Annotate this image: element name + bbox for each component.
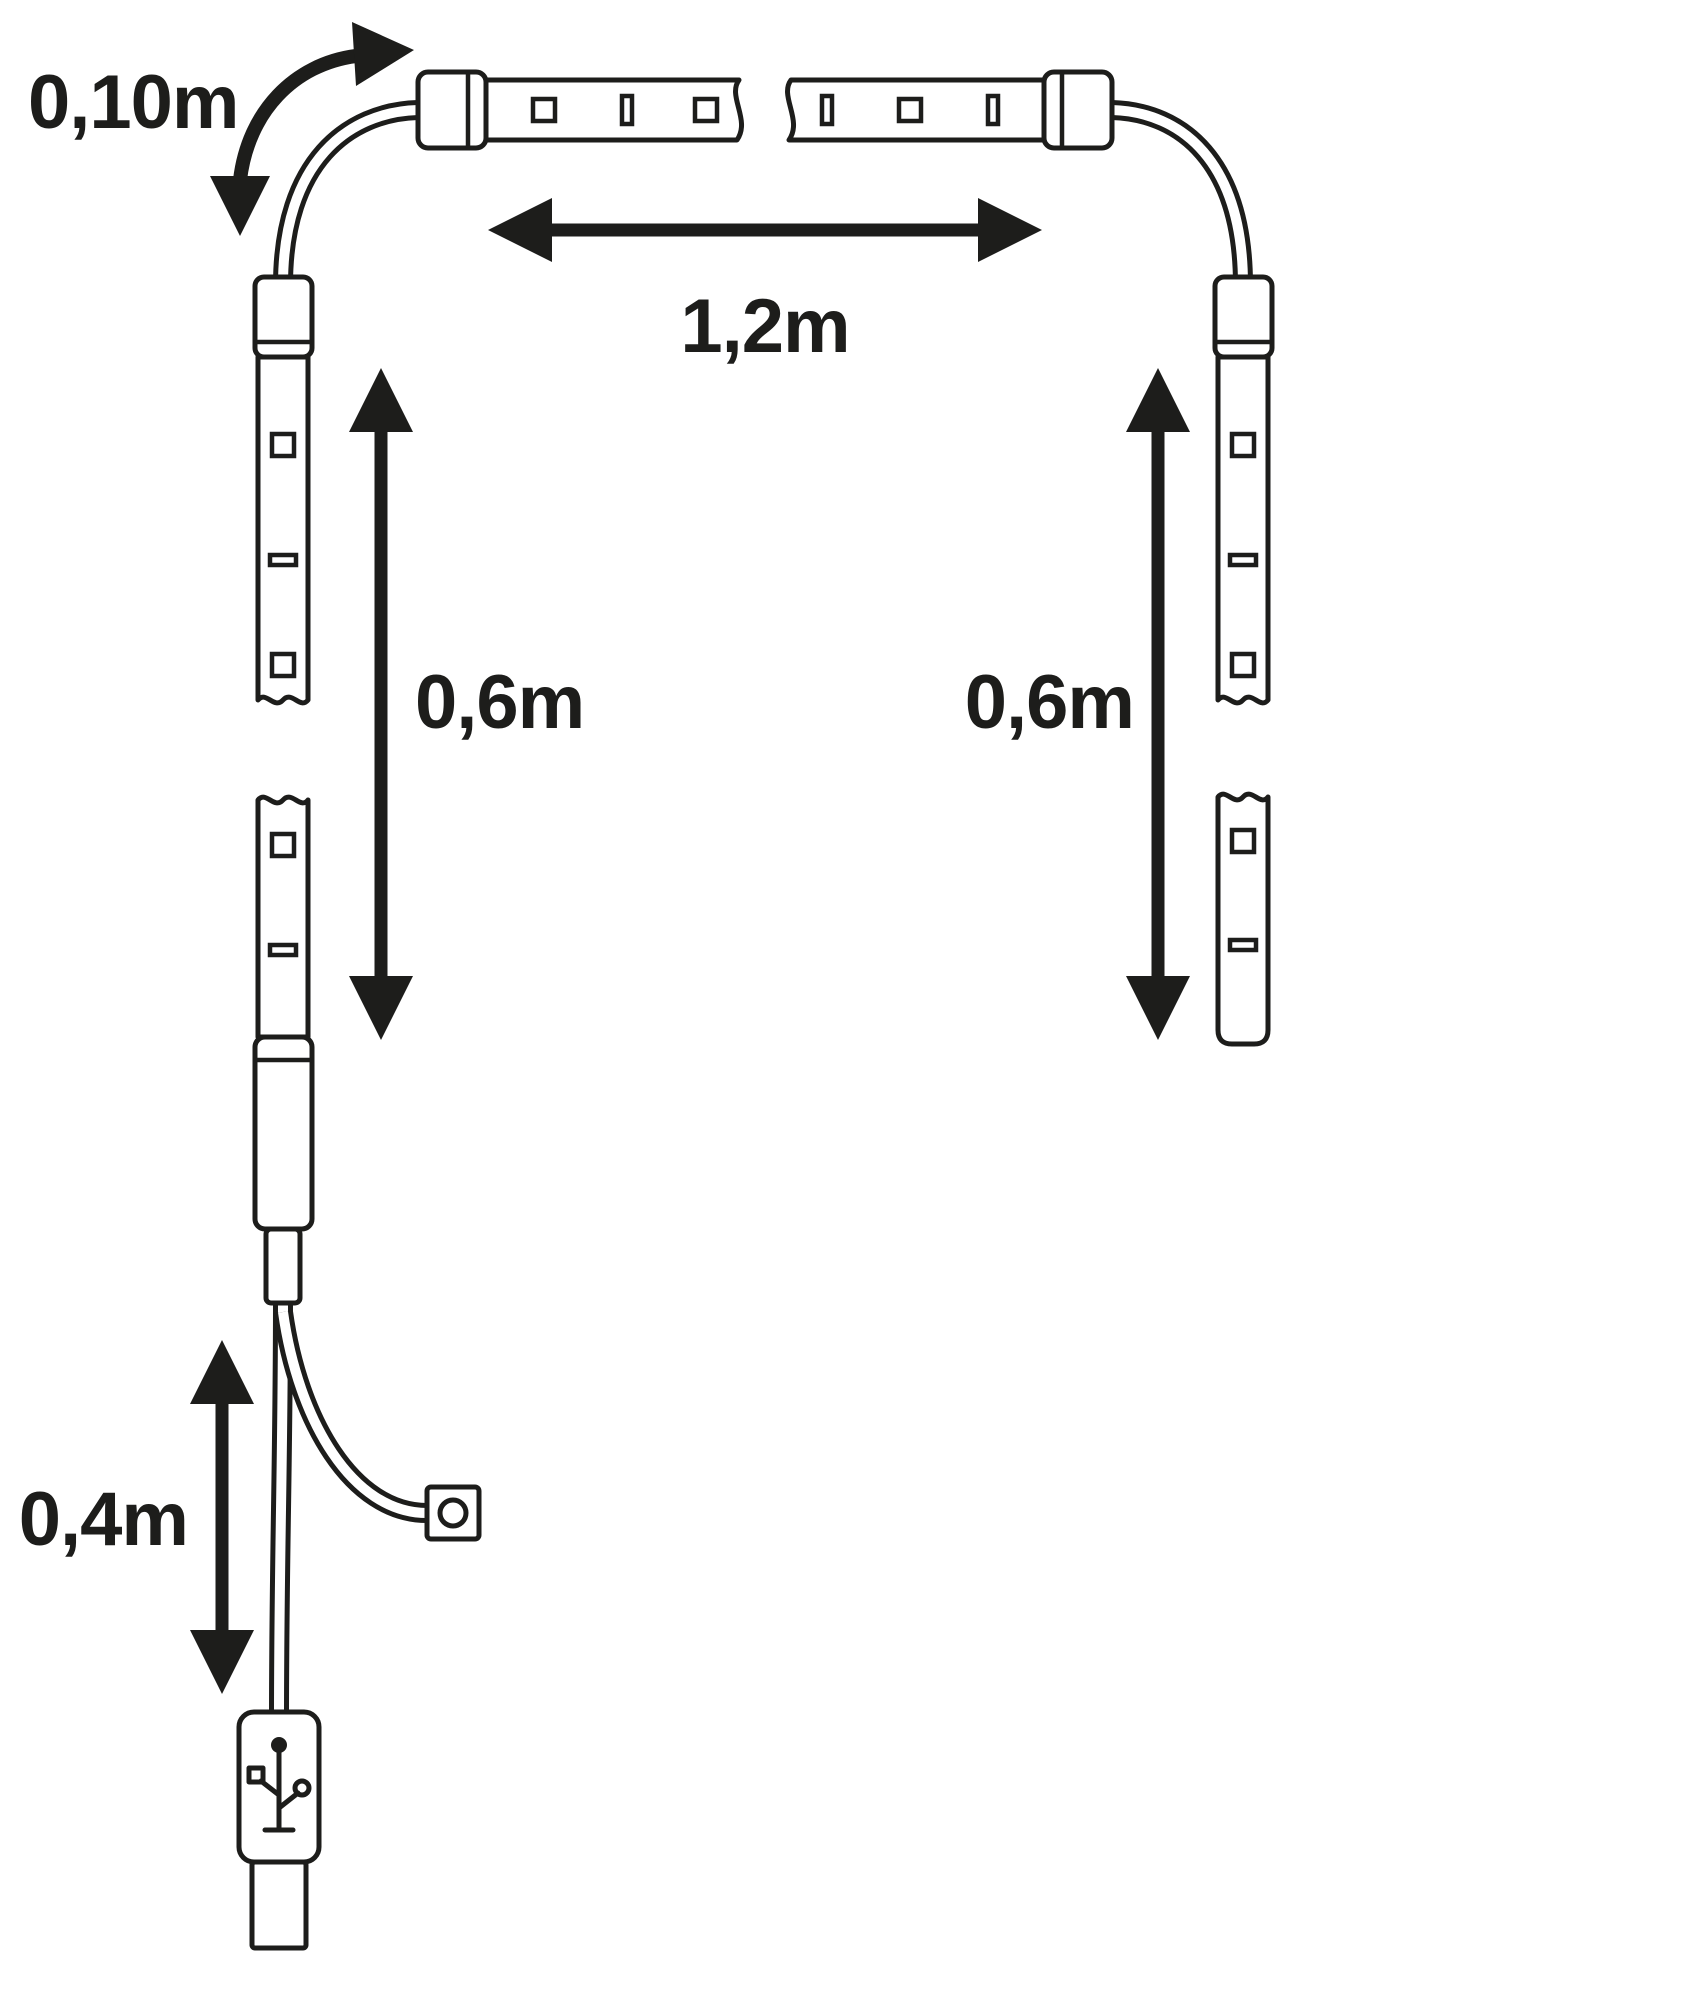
led-chip [267,552,299,568]
label-usb-cable-length: 0,4m [19,1477,188,1562]
led-chip [269,831,297,859]
led-chip [692,96,720,124]
cable-top-left-outline [273,100,419,286]
led-chip [269,431,297,459]
inline-switch-button [437,1497,469,1529]
label-cable-length: 0,10m [28,60,239,145]
strip-left-connector-block [252,1034,315,1232]
width-arrow-head-left [488,198,552,262]
led-chip [1229,827,1257,855]
cable-top-right-outline [1111,100,1253,286]
led-chip [619,93,635,127]
strip-right-lower-segment [1215,791,1271,1047]
strip-left-connector-stub [263,1226,303,1306]
cable-switch-branch-core [278,1311,428,1518]
cable-usb-main-core [274,1299,288,1719]
led-chip [1229,431,1257,459]
dimension-arrow-left-strip [349,368,413,1040]
strip-right-upper-segment [1215,354,1271,706]
led-chip [1227,937,1259,953]
cable-usb-main [269,1299,293,1719]
label-left-strip-length: 0,6m [415,660,584,745]
usb-symbol-square [246,1765,266,1785]
led-strip-top [415,69,1115,151]
left-strip-arrow-head-up [349,368,413,432]
label-right-strip-length: 0,6m [965,660,1134,745]
curved-arrow-shaft [233,49,358,181]
led-chip [267,942,299,958]
led-chip [530,96,558,124]
right-strip-arrow-head-down [1126,976,1190,1040]
led-chip [819,93,835,127]
width-arrow-head-right [978,198,1042,262]
led-strip-right [1212,274,1275,1047]
cable-top-left [273,100,419,286]
cable-top-right-core [1111,105,1248,286]
right-strip-arrow-head-up [1126,368,1190,432]
led-chip [269,651,297,679]
cable-top-right [1111,100,1253,286]
curved-arrow-head-right [352,22,414,86]
dimension-arrow-right-strip [1126,368,1190,1040]
dimension-arrow-top-cable [210,22,414,236]
usb-cable-arrow-head-up [190,1340,254,1404]
usb-cable-arrow-head-down [190,1630,254,1694]
usb-symbol-circle [292,1778,312,1798]
curved-arrow-head-down [210,176,270,236]
strip-right-top-cap [1212,274,1275,360]
usb-plug [236,1709,322,1951]
strip-top-left-segment [483,77,745,143]
cable-top-left-core [278,105,419,286]
led-chip [1229,651,1257,679]
left-strip-arrow-head-down [349,976,413,1040]
led-chip [985,93,1001,127]
usb-plug-metal-tip [249,1859,309,1951]
inline-switch [424,1484,482,1542]
led-chip [896,96,924,124]
strip-left-upper-segment [255,354,311,706]
led-chip [1227,552,1259,568]
label-strip-width: 1,2m [680,284,849,369]
dimension-arrow-usb-cable [190,1340,254,1694]
led-strip-left [252,274,315,1306]
strip-left-top-cap [252,274,315,360]
dimension-arrow-width [488,198,1042,262]
cable-switch-branch [273,1310,428,1523]
strip-top-right-end-cap [1041,69,1115,151]
strip-top-left-end-cap [415,69,489,151]
usb-symbol-right-branch [276,1790,301,1811]
